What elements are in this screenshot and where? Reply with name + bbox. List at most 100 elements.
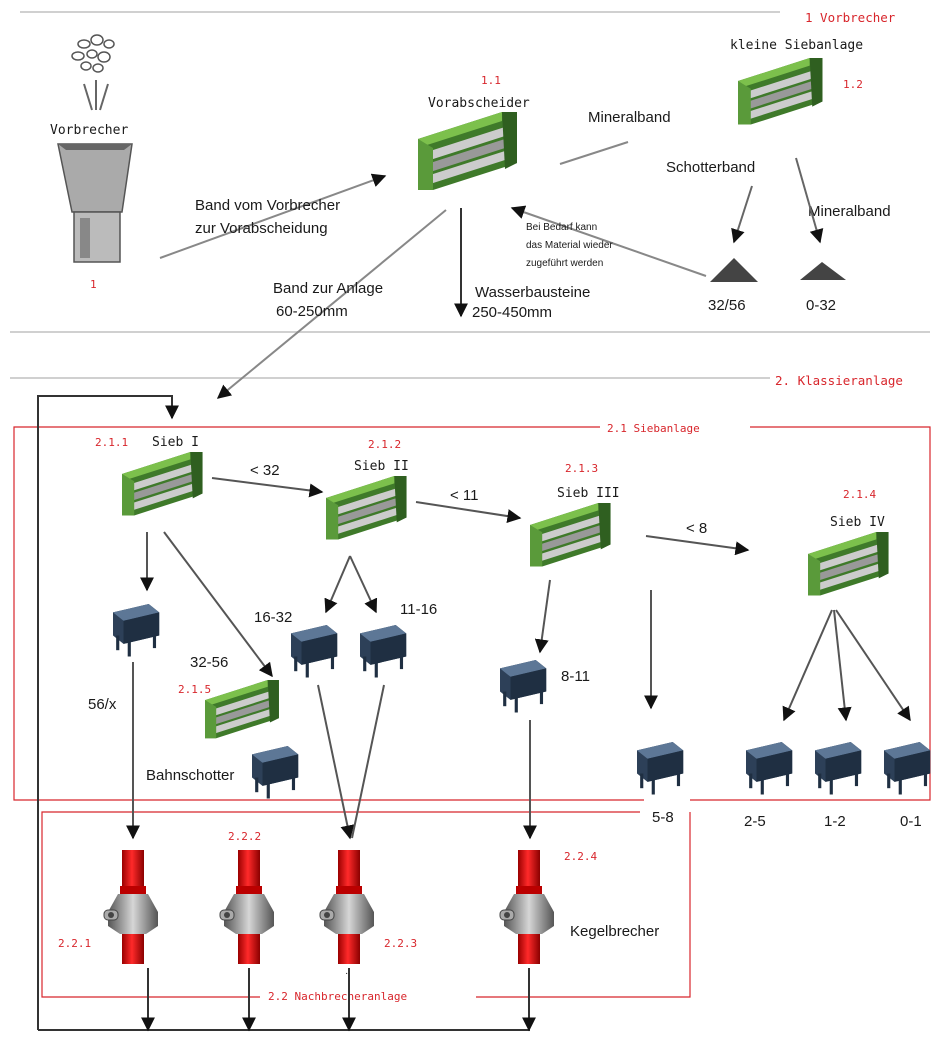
mineralband-label-2: Mineralband bbox=[808, 203, 891, 220]
wasser-label-1: Wasserbausteine bbox=[475, 284, 590, 301]
band-anlage-label-1: Band zur Anlage bbox=[273, 280, 383, 297]
bin-16-32-arrow bbox=[317, 684, 355, 840]
vorabscheider-label: Vorabscheider bbox=[428, 96, 530, 111]
screen-label-4: Sieb IV bbox=[830, 515, 885, 530]
section-vorbrecher: 1 Vorbrecher bbox=[805, 10, 896, 25]
screen-215-num: 2.1.5 bbox=[178, 683, 211, 696]
crusher-num-2: 2.2.2 bbox=[228, 830, 261, 843]
bin-2-5-label: 2-5 bbox=[744, 813, 766, 830]
flow-lt11: < 11 bbox=[450, 487, 479, 504]
schotterband-arrow bbox=[731, 185, 753, 244]
siebanlage-box-right bbox=[690, 426, 931, 801]
sieb-3-icon bbox=[530, 503, 611, 567]
sieb4-arrow-1 bbox=[782, 609, 833, 722]
bin-1-2-label: 1-2 bbox=[824, 813, 846, 830]
screen-num-2: 2.1.2 bbox=[368, 438, 401, 451]
bin-16-32-icon bbox=[291, 625, 338, 678]
return-arrow bbox=[510, 205, 707, 277]
bin-56x-icon bbox=[113, 604, 160, 657]
sieb-4-icon bbox=[808, 532, 889, 596]
vorbrecher-num: 1 bbox=[90, 278, 97, 291]
bin-bahnschotter-icon bbox=[252, 746, 299, 799]
crusher-2-icon bbox=[219, 849, 275, 965]
mineralband-line-1 bbox=[559, 141, 629, 165]
sieb-2-icon bbox=[326, 476, 407, 540]
flow-lt32: < 32 bbox=[250, 462, 280, 479]
bin-5-8-label: 5-8 bbox=[652, 809, 674, 826]
bin-0-1-icon bbox=[884, 742, 931, 795]
section-nachbrecheranlage: 2.2 Nachbrecheranlage bbox=[268, 990, 407, 1003]
flow-lt8: < 8 bbox=[686, 520, 707, 537]
screen-label-2: Sieb II bbox=[354, 459, 409, 474]
nachbrecher-box bbox=[41, 811, 640, 998]
sieb4-arrow-3 bbox=[835, 609, 911, 722]
bin-11-16-icon bbox=[360, 625, 407, 678]
vorabscheider-num: 1.1 bbox=[481, 74, 501, 87]
sieb-1-icon bbox=[122, 452, 203, 516]
sieb2-arrow-right bbox=[349, 555, 378, 614]
band-label-2: zur Vorabscheidung bbox=[195, 220, 328, 237]
bahnschotter-label: Bahnschotter bbox=[146, 767, 234, 784]
crusher-1-icon bbox=[103, 849, 159, 965]
pile-0-32-icon bbox=[800, 262, 846, 280]
vorabscheider-screen-icon bbox=[418, 112, 517, 190]
crusher-3-icon bbox=[319, 849, 375, 965]
input-arrows-icon bbox=[83, 80, 109, 111]
bin-8-11-label: 8-11 bbox=[561, 668, 590, 685]
band-arrow-1 bbox=[159, 173, 387, 259]
bin-5-8-icon bbox=[637, 742, 684, 795]
bin-16-32-label: 16-32 bbox=[254, 609, 292, 626]
screen-label-1: Sieb I bbox=[152, 435, 199, 450]
bin-32-56-label: 32-56 bbox=[190, 654, 228, 671]
crusher-4-icon bbox=[499, 849, 555, 965]
return-note-2: das Material wieder bbox=[526, 240, 613, 251]
vorbrecher-label: Vorbrecher bbox=[50, 123, 128, 138]
crusher-num-3: 2.2.3 bbox=[384, 937, 417, 950]
pile-32-56-label: 32/56 bbox=[708, 297, 746, 314]
vorbrecher-hopper-icon bbox=[57, 143, 133, 263]
sieb-215-icon bbox=[205, 680, 279, 739]
return-note-1: Bei Bedarf kann bbox=[526, 222, 597, 233]
sieb4-arrow-2 bbox=[833, 609, 852, 722]
crusher-num-1: 2.2.1 bbox=[58, 937, 91, 950]
schotterband-label: Schotterband bbox=[666, 159, 755, 176]
screen-num-3: 2.1.3 bbox=[565, 462, 598, 475]
nachbrecher-box-right bbox=[476, 812, 691, 998]
section-siebanlage: 2.1 Siebanlage bbox=[607, 422, 700, 435]
kegelbrecher-label: Kegelbrecher bbox=[570, 923, 659, 940]
kleine-siebanlage-label: kleine Siebanlage bbox=[730, 38, 863, 53]
screen-num-4: 2.1.4 bbox=[843, 488, 876, 501]
pile-0-32-label: 0-32 bbox=[806, 297, 836, 314]
kleine-siebanlage-num: 1.2 bbox=[843, 78, 863, 91]
sieb2-arrow-left bbox=[324, 555, 351, 614]
mineralband-arrow-2 bbox=[795, 157, 824, 244]
mineralband-label-1: Mineralband bbox=[588, 109, 671, 126]
bin-11-16-label: 11-16 bbox=[400, 601, 437, 618]
section-klassieranlage: 2. Klassieranlage bbox=[775, 373, 903, 388]
wasser-label-2: 250-450mm bbox=[472, 304, 552, 321]
screen-num-1: 2.1.1 bbox=[95, 436, 128, 449]
return-note-3: zugeführt werden bbox=[526, 258, 603, 269]
sieb3-arrow-left bbox=[534, 579, 551, 654]
bin-2-5-icon bbox=[746, 742, 793, 795]
band-anlage-label-2: 60-250mm bbox=[276, 303, 348, 320]
bin-8-11-icon bbox=[500, 660, 547, 713]
bin-1-2-icon bbox=[815, 742, 862, 795]
bin-56x-label: 56/x bbox=[88, 696, 117, 713]
pile-32-56-icon bbox=[710, 258, 758, 282]
flow-arrow-1 bbox=[211, 477, 324, 498]
siebanlage-box bbox=[13, 426, 644, 801]
return-loop bbox=[37, 395, 179, 1030]
bin-11-16-arrow bbox=[351, 684, 385, 839]
rocks-icon bbox=[71, 34, 115, 73]
crusher-num-4: 2.2.4 bbox=[564, 850, 597, 863]
band-label-1: Band vom Vorbrecher bbox=[195, 197, 340, 214]
bin-0-1-label: 0-1 bbox=[900, 813, 922, 830]
screen-label-3: Sieb III bbox=[557, 486, 620, 501]
band-anlage-arrow bbox=[216, 209, 447, 399]
flow-arrow-2 bbox=[415, 501, 522, 524]
kleine-siebanlage-screen-icon bbox=[738, 58, 823, 125]
crusher-dot: · bbox=[345, 968, 348, 979]
flow-arrow-3 bbox=[645, 535, 750, 556]
